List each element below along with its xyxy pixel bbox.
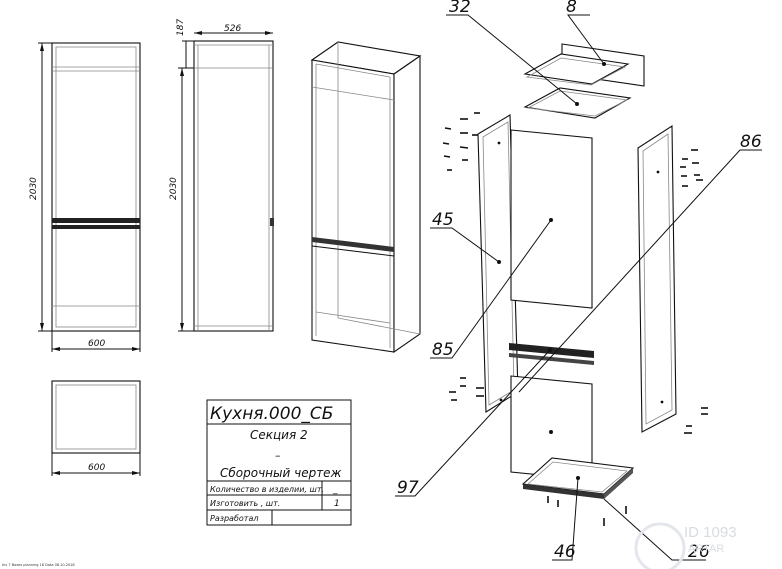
front-width-dim: 600: [88, 339, 105, 349]
callout-26: 26: [688, 542, 710, 562]
side-top-dim: 187: [176, 19, 186, 36]
side-view: 526 187 2030: [169, 19, 274, 332]
quantity-value: _: [332, 485, 338, 495]
section-dash: –: [275, 449, 281, 462]
watermark-sub: ARTAR: [688, 543, 724, 555]
callout-85: 85: [432, 340, 454, 360]
exploded-view: [442, 43, 708, 526]
callout-97: 97: [397, 478, 419, 498]
watermark: ID 1093 ARTAR: [634, 522, 737, 569]
isometric-assembled-view: [310, 41, 422, 354]
footer-note: Inv 7 Boxes planning 18 Data 08.10.2018: [2, 563, 75, 567]
hardware-left: [442, 112, 484, 401]
section-name: Секция 2: [250, 428, 308, 442]
callout-labels: 32 8 86 45 85 97 46 26: [397, 0, 762, 562]
side-height-dim: 2030: [169, 177, 179, 200]
manufacture-label: Изготовить , шт.: [210, 499, 280, 508]
hardware-right: [680, 149, 708, 434]
quantity-label: Количество в изделии, шт.: [210, 485, 324, 494]
callout-46: 46: [554, 542, 576, 562]
callout-45: 45: [432, 210, 454, 230]
side-depth-dim: 526: [224, 24, 241, 34]
callout-86: 86: [740, 132, 762, 152]
front-view: 2030 600: [29, 42, 141, 352]
doc-code: Кухня.000_СБ: [210, 404, 333, 424]
callout-32: 32: [449, 0, 471, 17]
plan-view: 600: [51, 380, 141, 476]
hardware-bottom: [547, 496, 627, 526]
watermark-id: ID 1093: [684, 524, 737, 541]
title-block: Кухня.000_СБ Секция 2 – Сборочный чертеж…: [206, 399, 352, 526]
doc-type: Сборочный чертеж: [220, 466, 342, 480]
developer-label: Разработал: [210, 514, 258, 523]
plan-width-dim: 600: [88, 463, 105, 473]
callout-8: 8: [566, 0, 577, 17]
manufacture-value: 1: [334, 499, 340, 509]
callout-leaders: [395, 14, 762, 561]
front-height-dim: 2030: [29, 177, 39, 200]
